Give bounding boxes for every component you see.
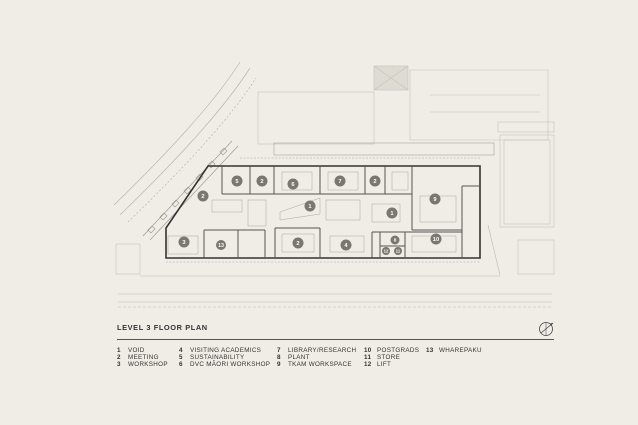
room-marker-label: 2 [201, 194, 204, 200]
plan-title: LEVEL 3 FLOOR PLAN [117, 323, 208, 332]
room-marker: 7 [334, 175, 346, 187]
room-marker: 6 [287, 178, 299, 190]
room-marker-label: 2 [373, 179, 376, 185]
room-marker-label: 12 [384, 249, 389, 254]
north-arrow-icon [539, 322, 554, 336]
furniture [166, 171, 480, 263]
room-marker-label: 1 [390, 211, 394, 217]
room-marker-label: 7 [338, 179, 341, 185]
context-buildings [115, 65, 555, 275]
building-outline [165, 165, 481, 259]
room-marker: 4 [340, 239, 352, 251]
context-site-lines [118, 224, 552, 308]
room-marker: 9 [429, 193, 441, 205]
room-marker: 5 [231, 175, 243, 187]
room-marker: 12 [382, 247, 390, 255]
interior-walls [203, 166, 480, 258]
room-marker: 13 [216, 240, 226, 250]
room-marker: 2 [197, 190, 209, 202]
room-marker: 3 [178, 236, 190, 248]
room-marker: 2 [256, 175, 268, 187]
room-marker-label: 10 [433, 237, 439, 243]
room-marker: 1 [304, 200, 316, 212]
room-marker-label: 2 [296, 241, 299, 247]
upper-corridor [240, 142, 495, 159]
room-marker-label: 9 [433, 197, 436, 203]
room-marker-label: 11 [396, 249, 401, 254]
title-rule [117, 339, 554, 340]
room-marker: 11 [394, 247, 402, 255]
room-marker: 2 [292, 237, 304, 249]
room-marker-label: 6 [291, 182, 294, 188]
room-marker: 10 [430, 233, 442, 245]
room-marker-label: 2 [260, 179, 263, 185]
context-road [113, 61, 257, 223]
room-marker-label: 5 [235, 179, 239, 185]
room-marker-label: 8 [394, 238, 397, 244]
room-marker-label: 1 [308, 204, 312, 210]
room-marker: 1 [386, 207, 398, 219]
room-marker-label: 4 [344, 243, 348, 249]
room-marker: 2 [369, 175, 381, 187]
room-marker-label: 3 [182, 240, 185, 246]
room-marker: 8 [390, 235, 400, 245]
room-marker-label: 13 [218, 243, 224, 249]
